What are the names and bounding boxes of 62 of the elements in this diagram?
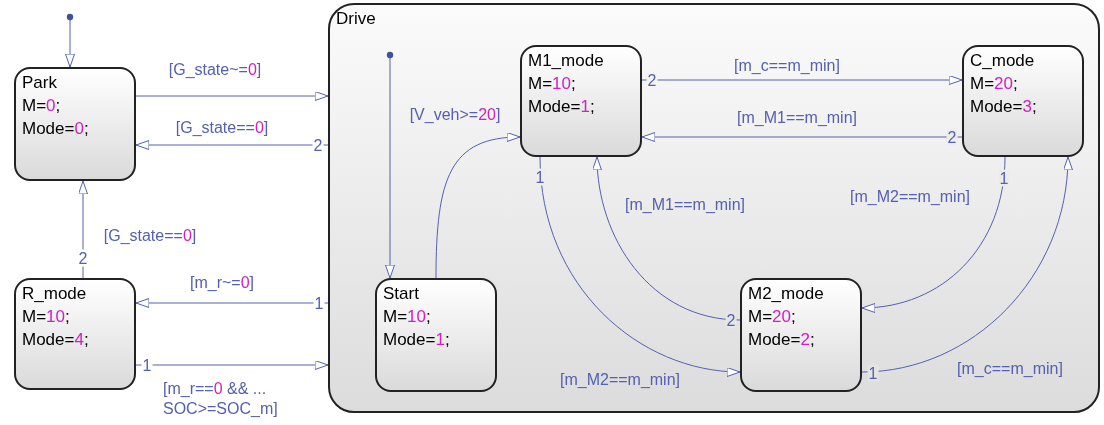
priority-number: 1 [313,294,325,312]
state-action: M=20; [970,73,1018,95]
priority-number: 2 [646,71,658,89]
state-name: Start [383,283,419,305]
transition-arrow [861,156,1006,313]
transition-label: [m_r==0 && ... SOC>=SOC_m] [163,379,279,419]
superstate-box [328,3,1100,413]
state-name: M1_mode [528,50,604,72]
state-box [14,278,136,390]
state-box [375,278,497,392]
transition-arrow [65,13,75,68]
transition-label: [G_state==0] [103,226,197,246]
transition-label: [m_M1==m_min] [625,195,745,215]
priority-number: 2 [77,249,89,267]
transition-arrow [135,360,329,370]
state-action: M=0; [22,95,61,117]
transition-label: [m_r~=0] [190,273,254,293]
state-action: M=10; [383,306,431,328]
transition-arrow [641,75,963,85]
priority-number: 1 [867,364,879,382]
transition-arrow [135,140,329,150]
state-action: Mode=1; [528,96,595,118]
state-action: M=10; [22,306,70,328]
transition-label: [m_M2==m_min] [560,370,680,390]
transition-label: [G_state==0] [175,118,269,138]
transition-label: [m_c==m_min] [957,359,1063,379]
state-action: M=20; [748,306,796,328]
transition-label: [m_M2==m_min] [850,187,970,207]
state-name: M2_mode [748,283,824,305]
transition-arrow [385,51,395,279]
state-name: C_mode [970,50,1035,72]
transition-label: [V_veh>=20] [409,105,501,125]
priority-number: 1 [534,168,546,186]
transition-label: [G_state~=0] [168,60,262,80]
state-action: Mode=0; [22,118,89,140]
transition-arrow [641,132,963,142]
state-action: M=10; [528,73,576,95]
transition-arrow [135,91,329,101]
state-action: Mode=4; [22,329,89,351]
priority-number: 2 [312,136,324,154]
priority-number: 2 [725,311,737,329]
state-action: Mode=2; [748,329,815,351]
transition-arrow [592,156,741,321]
state-action: Mode=3; [970,96,1037,118]
priority-number: 1 [141,356,153,374]
transition-arrow [78,180,88,279]
transition-arrow [135,298,329,308]
state-name: Drive [336,8,376,30]
transition-label: [m_c==m_min] [734,56,840,76]
state-box [740,278,862,392]
transition-arrow [435,132,521,279]
state-name: Park [22,72,57,94]
state-box [962,45,1084,157]
transition-arrow [539,156,741,377]
state-box [14,67,136,181]
priority-number: 2 [946,128,958,146]
state-action: Mode=1; [383,329,450,351]
priority-number: 1 [998,169,1010,187]
transition-arrow [861,156,1073,373]
state-name: R_mode [22,283,87,305]
transition-label: [m_M1==m_min] [737,108,857,128]
state-box [520,45,642,157]
